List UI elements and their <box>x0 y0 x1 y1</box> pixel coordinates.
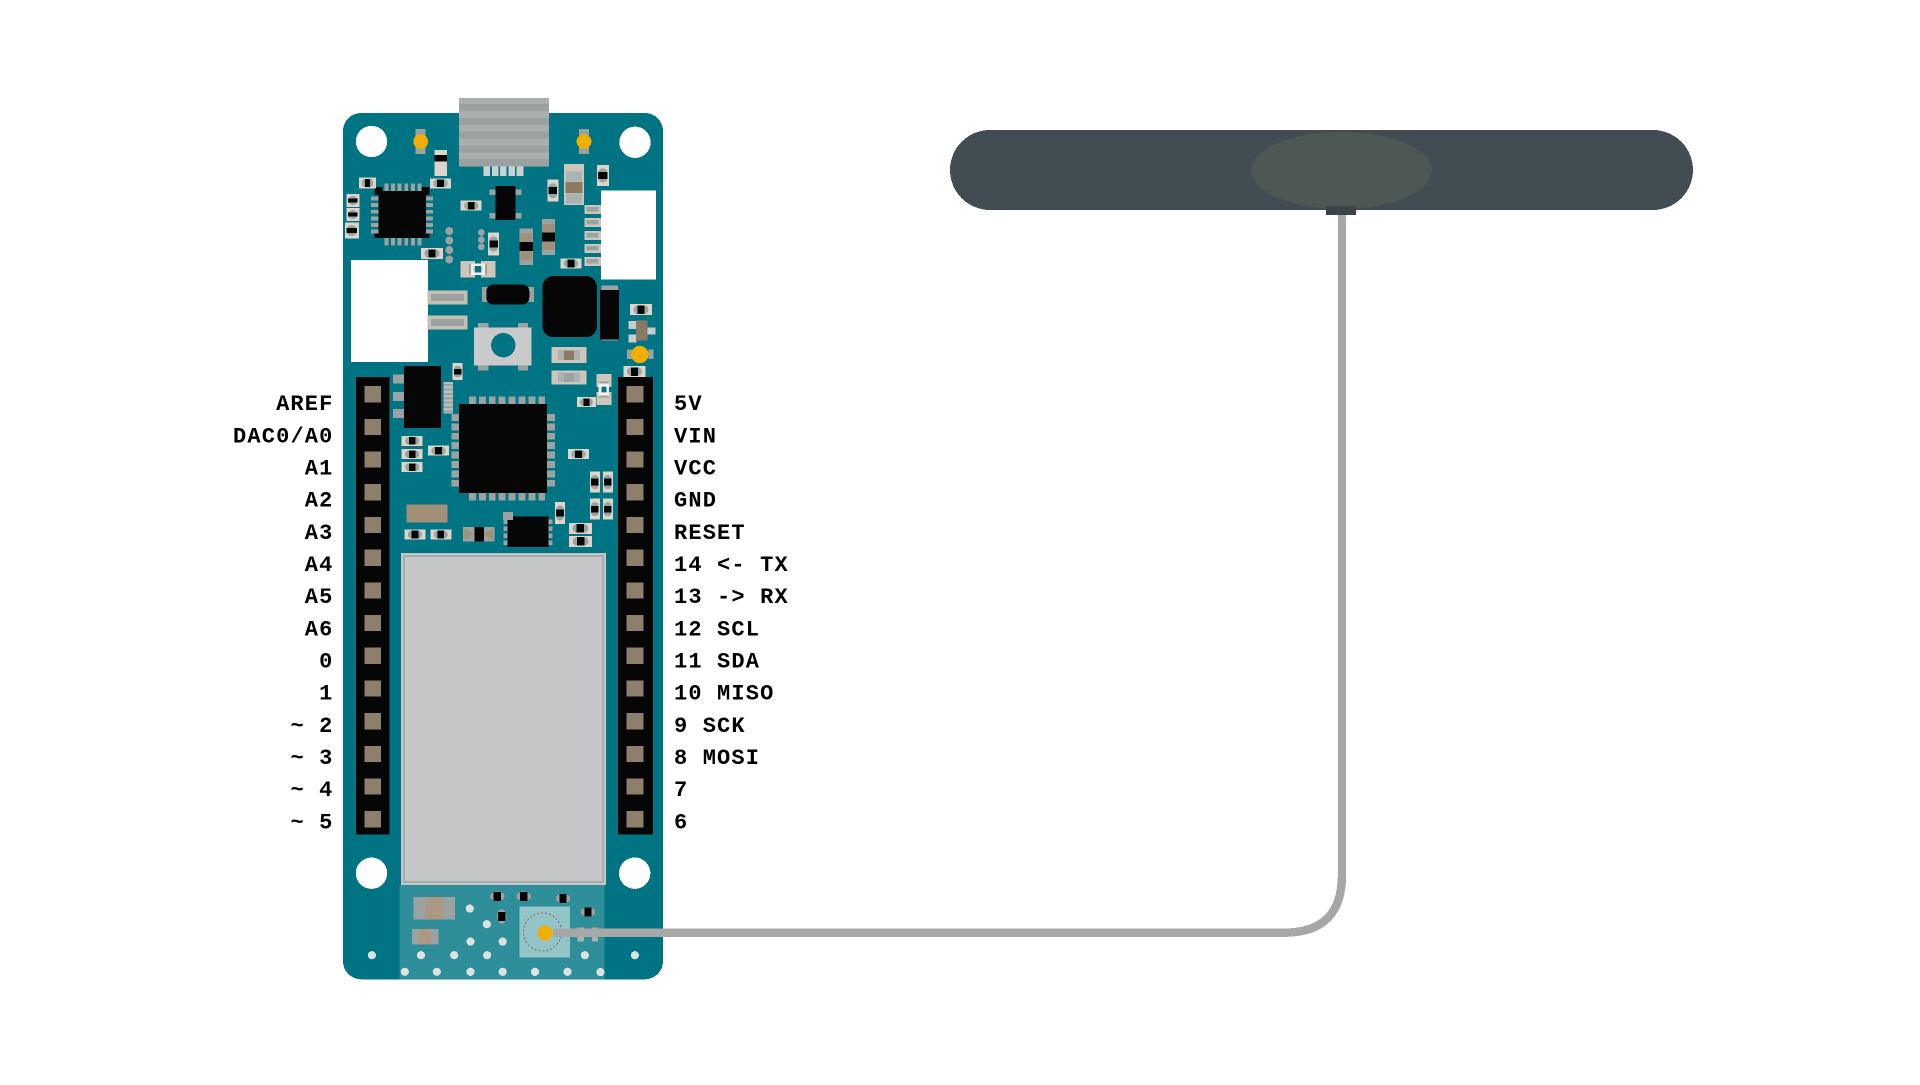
svg-text:RESET: RESET <box>674 521 746 546</box>
svg-text:10 MISO: 10 MISO <box>674 682 774 707</box>
svg-text:5V: 5V <box>674 392 703 417</box>
svg-text:11 SDA: 11 SDA <box>674 650 760 675</box>
svg-text:~ 2: ~ 2 <box>290 714 333 739</box>
svg-text:0: 0 <box>319 650 333 675</box>
svg-text:A4: A4 <box>305 553 334 578</box>
svg-text:VCC: VCC <box>674 456 717 481</box>
svg-text:14 <- TX: 14 <- TX <box>674 553 789 578</box>
svg-text:AREF: AREF <box>276 392 333 417</box>
svg-text:7: 7 <box>674 778 688 803</box>
svg-text:A2: A2 <box>305 489 334 514</box>
svg-text:~ 5: ~ 5 <box>290 810 333 835</box>
svg-text:1: 1 <box>319 682 333 707</box>
svg-text:A1: A1 <box>305 456 334 481</box>
svg-text:9 SCK: 9 SCK <box>674 714 746 739</box>
svg-text:A5: A5 <box>305 585 334 610</box>
svg-text:~ 4: ~ 4 <box>290 778 333 803</box>
svg-text:8 MOSI: 8 MOSI <box>674 746 760 771</box>
svg-text:GND: GND <box>674 489 717 514</box>
svg-text:12 SCL: 12 SCL <box>674 617 760 642</box>
svg-text:VIN: VIN <box>674 424 717 449</box>
svg-text:~ 3: ~ 3 <box>290 746 333 771</box>
svg-text:13 -> RX: 13 -> RX <box>674 585 789 610</box>
svg-text:A6: A6 <box>305 617 334 642</box>
svg-text:A3: A3 <box>305 521 334 546</box>
svg-text:6: 6 <box>674 810 688 835</box>
svg-text:DAC0/A0: DAC0/A0 <box>233 424 333 449</box>
